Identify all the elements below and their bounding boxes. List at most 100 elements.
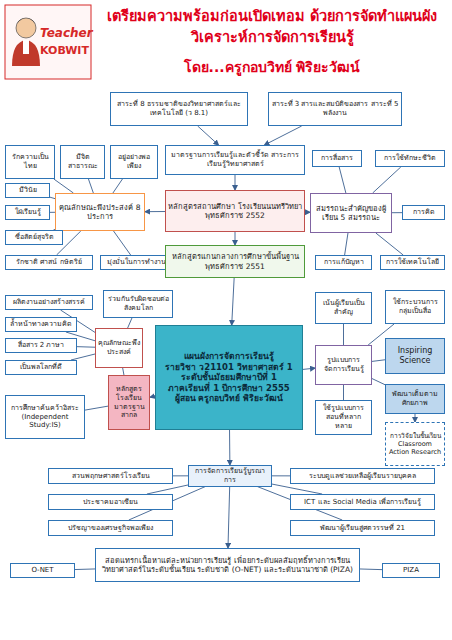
connector (264, 126, 301, 145)
topic-box: การสื่อสาร (312, 150, 362, 167)
topic-box: พัฒนาผู้เรียนสู่ศตวรรษที่ 21 (290, 520, 435, 536)
connector (75, 568, 95, 570)
node-text: แผนผังการจัดการเรียนรู้ (184, 351, 274, 362)
node-text: สอดแทรกเนื้อหาแต่ละหน่วยการเรียนรู้ เพื่… (98, 556, 357, 575)
connector (272, 475, 290, 476)
connector (303, 368, 315, 369)
topic-box: O-NET (10, 563, 75, 578)
topic-box: ใฝ่เรียนรู้ (5, 205, 50, 220)
topic-box: อยู่อย่างพอเพียง (110, 145, 158, 179)
node-text: การศึกษาค้นคว้าอิสระ (Independent Study:… (8, 404, 82, 430)
page-title: เตรียมความพร้อมก่อนเปิดเทอม ด้วยการจัดทำ… (96, 6, 448, 48)
connector (415, 414, 416, 422)
topic-box: การคิด (402, 205, 445, 220)
hub-box: รูปแบบการจัดการเรียนรู้ (315, 345, 372, 385)
connector (343, 385, 344, 400)
node-text: ใฝ่เรียนรู้ (15, 208, 41, 217)
standard-box: มาตรฐานการเรียนรู้และตัวชี้วัด สาระการเร… (165, 145, 305, 175)
topic-box: รักความเป็นไทย (5, 145, 55, 179)
connector (85, 406, 108, 410)
node-text: การจัดการเรียนรู้บูรณาการ (191, 467, 269, 485)
topic-box: สื่อสาร 2 ภาษา (5, 338, 77, 353)
node-text: หลักสูตรแกนกลางการศึกษาขั้นพื้นฐาน พุทธศ… (168, 252, 302, 271)
topic-box: สาระที่ 8 ธรรมชาติของวิทยาศาสตร์และเทคโน… (110, 92, 248, 126)
node-text: รักความเป็นไทย (8, 153, 52, 171)
connector (372, 360, 385, 362)
node-text: สาระที่ 3 สารและสมบัติของสาร สาระที่ 5 พ… (271, 100, 399, 118)
connector (88, 179, 93, 193)
hub-box: คุณลักษณะพึงประสงค์ 8 ประการ (55, 193, 145, 231)
connector (128, 318, 132, 328)
topic-box: ผลิตงานอย่างสร้างสรรค์ (5, 295, 93, 310)
node-text: พัฒนาผู้เรียนสู่ศตวรรษที่ 21 (320, 524, 405, 533)
node-text: ล้ำหน้าทางความคิด (10, 320, 72, 329)
node-text: การวิจัยในชั้นเรียน Classroom Action Res… (388, 432, 442, 456)
node-text: ผลิตงานอย่างสร้างสรรค์ (13, 298, 85, 307)
hub-box: หลักสูตรโรงเรียนมาตรฐานสากล (108, 375, 150, 430)
node-text: เป็นพลโลกที่ดี (20, 363, 62, 372)
node-text: เน้นผู้เรียนเป็นสำคัญ (318, 299, 369, 317)
node-text: ซื่อสัตย์สุจริต (15, 233, 54, 242)
topic-box: รักชาติ ศาสน์ กษัตริย์ (5, 255, 93, 270)
hub-box: สมรรถนะสำคัญของผู้เรียน 5 สมรรถนะ (310, 193, 392, 233)
connector (272, 484, 322, 494)
connector (54, 179, 74, 193)
node-text: คุณลักษณะพึงประสงค์ 8 ประการ (58, 203, 142, 222)
topic-box: มีวินัย (5, 183, 50, 198)
node-text: สวนพฤกษศาสตร์โรงเรียน (72, 472, 150, 481)
topic-box: การศึกษาค้นคว้าอิสระ (Independent Study:… (5, 395, 85, 439)
connector (114, 231, 131, 255)
topic-box: ใช้กระบวนการกลุ่มเป็นสื่อ (385, 290, 445, 324)
topic-box: การใช้เทคโนโลยี (380, 255, 445, 270)
topic-box: มุ่งมั่นในการทำงาน (100, 255, 172, 270)
node-text: อยู่อย่างพอเพียง (113, 153, 155, 171)
node-text: การใช้ทักษะชีวิต (384, 154, 436, 163)
node-text: ระดับชั้นมัธยมศึกษาปีที่ 1 (181, 372, 277, 383)
connector (113, 179, 123, 193)
connector (229, 430, 230, 465)
node-text: ICT และ Social Media เพื่อการเรียนรู้ (304, 498, 421, 507)
topic-box: ปรัชญาของเศรษฐกิจพอเพียง (48, 520, 173, 536)
node-text: ใช้กระบวนการกลุ่มเป็นสื่อ (388, 298, 442, 316)
topic-box: PIZA (382, 563, 440, 578)
node-text: หลักสูตรสถานศึกษา โรงเรียนนนทรีวิทยา พุท… (168, 202, 302, 221)
node-text: มุ่งมั่นในการทำงาน (107, 258, 166, 267)
connector (147, 485, 188, 494)
topic-box: การวิจัยในชั้นเรียน Classroom Action Res… (385, 422, 445, 466)
node-text: การสื่อสาร (321, 154, 353, 163)
topic-box: ล้ำหน้าทางความคิด (5, 317, 77, 332)
node-text: ผู้สอน ครูกอบวิทย์ พิริยะวัฒน์ (175, 393, 284, 404)
connector (145, 211, 165, 212)
node-text: สมรรถนะสำคัญของผู้เรียน 5 สมรรถนะ (313, 204, 389, 223)
topic-box: เป็นพลโลกที่ดี (5, 360, 77, 375)
topic-box: ระบบดูแลช่วยเหลือผู้เรียนรายบุคคล (290, 468, 435, 484)
curriculum-box: หลักสูตรแกนกลางการศึกษาขั้นพื้นฐาน พุทธศ… (165, 245, 305, 278)
node-text: พัฒนาเต็มตามศักยภาพ (388, 390, 442, 408)
connector (343, 324, 344, 345)
topic-box: การแก้ปัญหา (315, 255, 372, 270)
node-text: การคิด (413, 208, 435, 217)
topic-box: ใช้รูปแบบการสอนที่หลากหลาย (315, 400, 372, 435)
topic-box: พัฒนาเต็มตามศักยภาพ (385, 384, 445, 414)
topic-box: Inspiring Science (385, 338, 445, 374)
node-text: ระบบดูแลช่วยเหลือผู้เรียนรายบุคคล (309, 472, 416, 481)
node-text: สาระที่ 8 ธรรมชาติของวิทยาศาสตร์และเทคโน… (113, 100, 245, 118)
logo-word: KOBWIT (40, 44, 89, 57)
topic-box: การใช้ทักษะชีวิต (375, 150, 445, 167)
connector (173, 475, 188, 476)
connector (235, 175, 236, 190)
node-text: ภาคเรียนที่ 1 ปีการศึกษา 2555 (168, 383, 289, 394)
connector (372, 379, 385, 385)
node-text: ใช้รูปแบบการสอนที่หลากหลาย (318, 404, 369, 430)
node-text: สื่อสาร 2 ภาษา (18, 341, 65, 350)
node-text: ปรัชญาของเศรษฐกิจพอเพียง (68, 524, 153, 533)
node-text: มีวินัย (19, 186, 37, 195)
connector (123, 368, 124, 375)
node-text: รูปแบบการจัดการเรียนรู้ (318, 356, 369, 374)
author-line: โดย...ครูกอบวิทย์ พิริยะวัฒน์ (96, 56, 448, 78)
node-text: รักชาติ ศาสน์ กษัตริย์ (16, 258, 81, 267)
node-text: การใช้เทคโนโลยี (386, 258, 439, 267)
connector (373, 167, 401, 193)
node-text: มีจิตสาธารณะ (63, 153, 102, 171)
connector (77, 346, 95, 348)
